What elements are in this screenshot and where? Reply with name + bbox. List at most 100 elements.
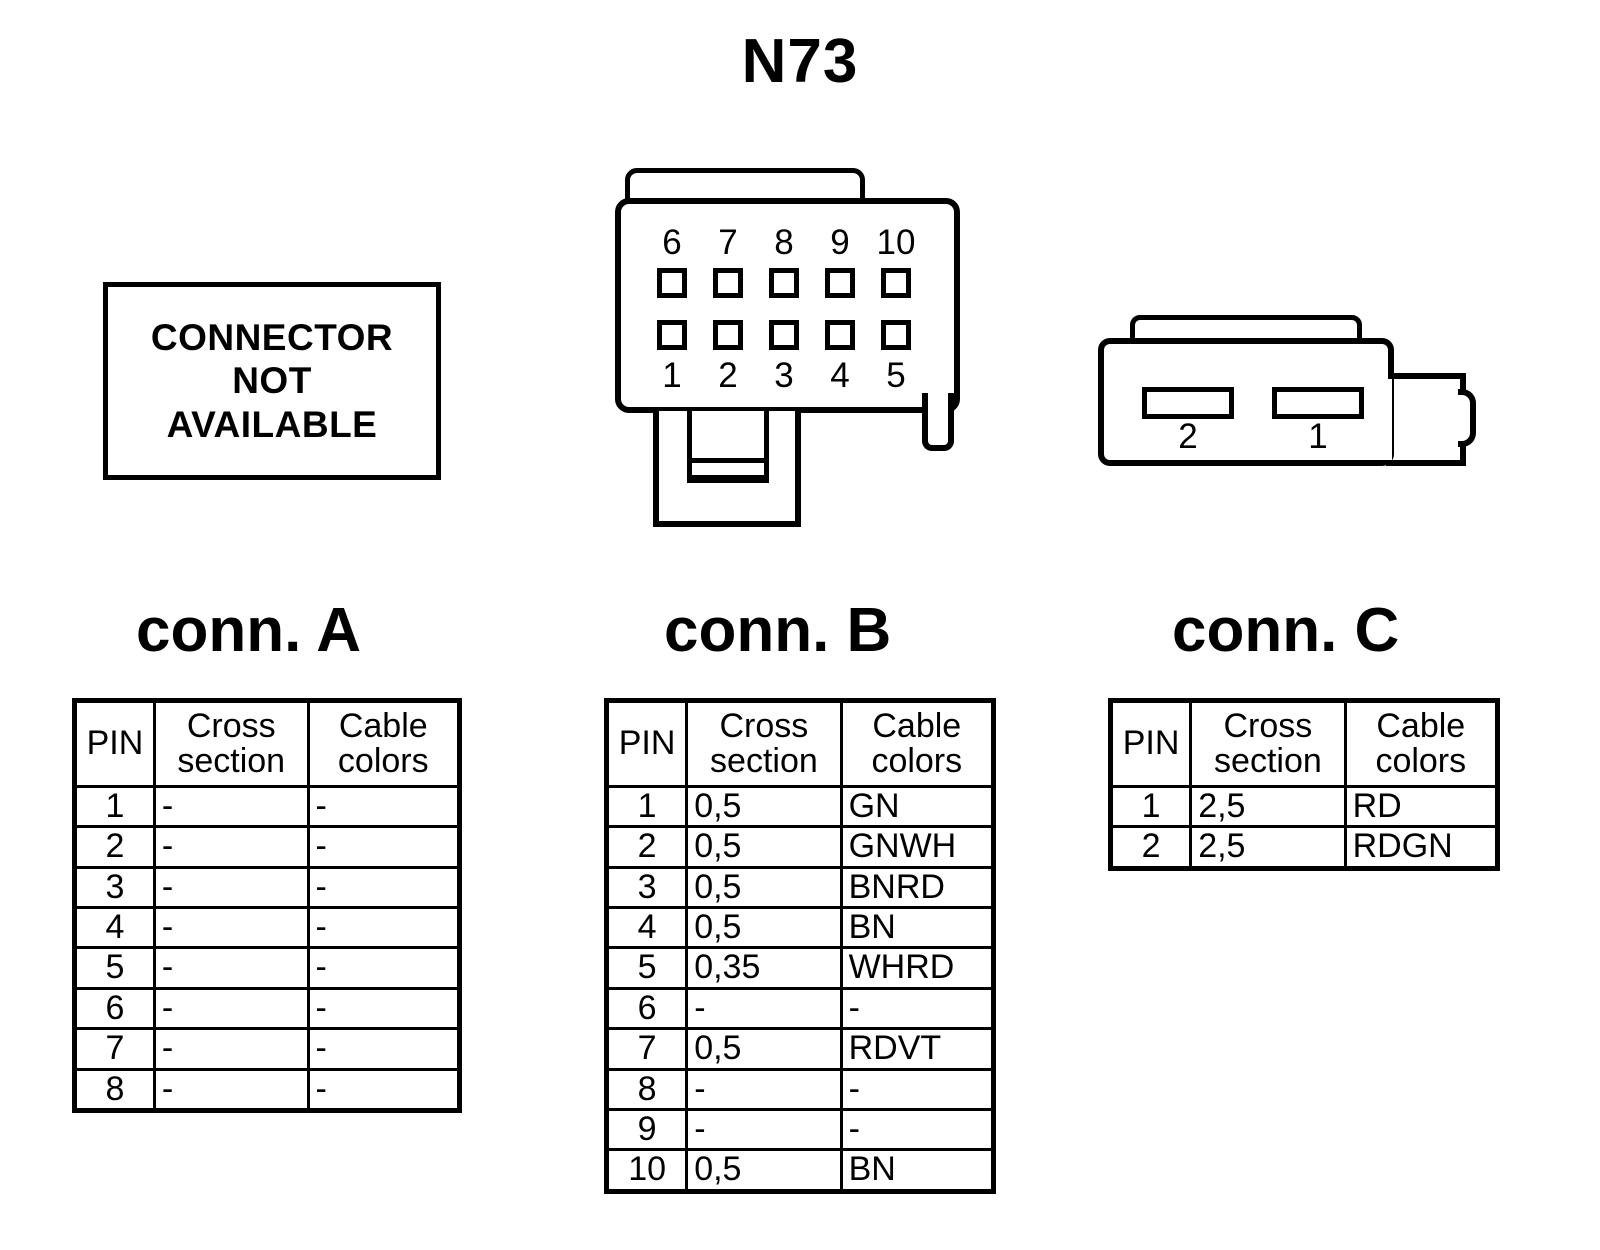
column-header-cable-line2: colors (871, 742, 963, 780)
cell-pin: 1 (73, 784, 156, 829)
cell-cross-section: - (685, 986, 843, 1031)
connector-c-locking-nub (1458, 389, 1476, 447)
column-header-cross-section: Cross section (685, 699, 843, 788)
cell-cable-colors: - (306, 986, 462, 1031)
cell-pin: 2 (73, 825, 156, 869)
connector-b-pin-label-4: 4 (830, 356, 850, 395)
cell-cross-section: - (152, 784, 310, 829)
table-row: 8-- (604, 1067, 996, 1111)
cell-cross-section: 2,5 (1189, 825, 1347, 870)
connector-b-pin-socket-5 (881, 320, 911, 350)
cell-cross-section: - (152, 1027, 310, 1071)
column-header-cross-section: Cross section (1189, 699, 1347, 788)
cell-cross-section: 0,35 (685, 946, 843, 990)
table-row: 9-- (604, 1107, 996, 1152)
column-header-cross-line2: section (1214, 742, 1322, 780)
cell-cross-section: 0,5 (685, 1027, 843, 1071)
table-row: 5-- (73, 946, 462, 990)
connector-b-pin-socket-7 (713, 268, 743, 298)
cell-cable-colors: BNRD (839, 865, 996, 910)
table-header: PIN Cross section Cable colors (604, 699, 996, 788)
cell-cross-section: 0,5 (685, 906, 843, 950)
connector-b-pin-socket-3 (769, 320, 799, 350)
connector-c-pin-label-1: 1 (1308, 417, 1328, 456)
cell-pin: 6 (604, 986, 689, 1031)
cell-pin: 8 (604, 1067, 689, 1111)
cell-cross-section: 0,5 (685, 1148, 843, 1193)
connector-a-pin-table: PIN Cross section Cable colors 1-- 2-- 3… (72, 698, 462, 1113)
column-header-cross-line2: section (710, 742, 818, 780)
cell-pin: 8 (73, 1067, 156, 1112)
cell-cross-section: 0,5 (685, 784, 843, 829)
table-header-row: PIN Cross section Cable colors (73, 699, 462, 788)
not-available-line-2: NOT (232, 360, 312, 402)
connector-b-pin-label-1: 1 (662, 356, 682, 395)
connector-c-heading: conn. C (1172, 596, 1400, 665)
connector-b-pin-socket-1 (657, 320, 687, 350)
connector-a-not-available-box: CONNECTOR NOT AVAILABLE (103, 282, 441, 480)
column-header-cable-line2: colors (1375, 742, 1467, 780)
cell-pin: 5 (73, 946, 156, 990)
column-header-cross-line2: section (177, 742, 286, 780)
connector-b-graphic: 6 7 8 9 10 1 2 3 4 5 (615, 168, 985, 528)
cell-cable-colors: RD (1343, 784, 1500, 829)
connector-b-pin-label-10: 10 (876, 223, 916, 262)
cell-cross-section: - (152, 865, 310, 910)
cell-cable-colors: GNWH (839, 825, 996, 869)
cell-pin: 4 (73, 906, 156, 950)
cell-cable-colors: BN (839, 1148, 996, 1193)
column-header-cross-section: Cross section (152, 699, 310, 788)
table-row: 4-- (73, 906, 462, 950)
cell-cable-colors: - (306, 1027, 462, 1071)
cell-pin: 3 (604, 865, 689, 910)
column-header-cable-line1: Cable (1376, 706, 1466, 745)
table-row: 3-- (73, 865, 462, 910)
connector-b-latch-inner (687, 411, 769, 483)
cell-pin: 10 (604, 1148, 689, 1193)
connector-b-pin-socket-10 (881, 268, 911, 298)
cell-cable-colors: - (306, 906, 462, 950)
connector-b-heading: conn. B (664, 596, 892, 665)
connector-b-pin-socket-8 (769, 268, 799, 298)
table-row: 7-- (73, 1027, 462, 1071)
cell-pin: 4 (604, 906, 689, 950)
cell-cross-section: 2,5 (1189, 784, 1347, 829)
connector-b-pin-label-3: 3 (774, 356, 794, 395)
cell-cable-colors: - (306, 865, 462, 910)
column-header-pin: PIN (604, 699, 689, 788)
connector-b-pin-socket-6 (657, 268, 687, 298)
connector-b-pin-label-2: 2 (718, 356, 738, 395)
cell-cable-colors: - (306, 825, 462, 869)
table-body: 1-- 2-- 3-- 4-- 5-- 6-- 7-- 8-- (73, 784, 462, 1112)
table-row: 6-- (604, 986, 996, 1031)
connector-c-graphic: 2 1 (1098, 315, 1488, 475)
cell-cross-section: - (152, 986, 310, 1031)
connector-b-pin-socket-9 (825, 268, 855, 298)
connector-b-pin-socket-2 (713, 320, 743, 350)
connector-b-latch-bar-2 (687, 475, 769, 480)
table-row: 6-- (73, 986, 462, 1031)
column-header-pin: PIN (73, 699, 156, 788)
table-row: 1-- (73, 784, 462, 829)
connector-a-heading: conn. A (136, 596, 362, 665)
cell-pin: 2 (1108, 825, 1193, 870)
connector-b-pin-label-9: 9 (830, 223, 850, 262)
page-title: N73 (741, 27, 859, 96)
connector-b-pin-label-5: 5 (886, 356, 906, 395)
connector-c-pin-label-2: 2 (1178, 417, 1198, 456)
cell-pin: 6 (73, 986, 156, 1031)
cell-pin: 1 (1108, 784, 1193, 829)
column-header-cable-line2: colors (337, 742, 429, 780)
cell-pin: 7 (73, 1027, 156, 1071)
cell-cross-section: - (152, 825, 310, 869)
table-header: PIN Cross section Cable colors (73, 699, 462, 788)
cell-cable-colors: - (306, 1067, 462, 1112)
cell-cross-section: - (152, 1067, 310, 1112)
